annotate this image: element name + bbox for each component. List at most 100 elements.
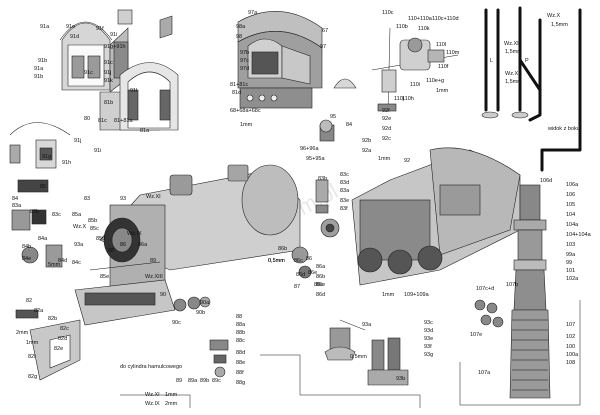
- side-l: L: [490, 58, 493, 64]
- part-label: 107e: [470, 332, 482, 338]
- part-label: 0,5mm: [350, 354, 367, 360]
- part-label: 110+110a: [408, 16, 433, 22]
- wz-xii-size: 1,5mm: [505, 49, 522, 55]
- part-label: 83b: [30, 209, 39, 215]
- view-from-side: widok z boku: [547, 126, 580, 132]
- part-label: 1mm: [240, 122, 253, 128]
- part-label: 110j: [394, 96, 404, 102]
- part-label: 1mm: [436, 88, 449, 94]
- part-label: 95+95a: [306, 156, 325, 162]
- part-label: 0,5mm: [268, 258, 285, 264]
- part-label: 2mm: [16, 330, 29, 336]
- part-label: 90c: [172, 320, 181, 326]
- part-label: 84a: [38, 236, 48, 242]
- to-brake-cylinder: do cylindra hamulcowego: [120, 364, 182, 370]
- part-label: 86b: [316, 274, 325, 280]
- part-label: 110h: [402, 96, 414, 102]
- part-label: 68+68a+68c: [230, 108, 261, 114]
- wz-ix-mid: Wz.IX: [127, 231, 142, 237]
- part-label: 92e: [382, 116, 391, 122]
- part-label: 91h: [62, 160, 71, 166]
- part-label: 81c: [98, 118, 107, 124]
- part-label: 92: [404, 158, 410, 164]
- locomotive-front-view: [74, 164, 301, 326]
- part-label: 83a: [340, 188, 350, 194]
- part-label: 100: [566, 344, 575, 350]
- wz-x-mid: Wz.X: [73, 224, 86, 230]
- wire-forms: Wz.X 1,5mm Wz.XII 1,5mm Wz.XII 1,5mm L P…: [481, 6, 582, 172]
- part-label: 84: [346, 122, 352, 128]
- part-label: 5mm: [48, 262, 61, 268]
- part-label: 91a: [34, 66, 44, 72]
- part-label: 109+109a: [404, 292, 430, 298]
- part-label: 81d: [232, 90, 241, 96]
- part-label: 86e: [316, 282, 325, 288]
- part-label: 89b: [200, 378, 209, 384]
- part-label: 98: [236, 34, 242, 40]
- part-label: 86e: [308, 270, 317, 276]
- part-label: 106: [566, 192, 575, 198]
- part-label: 110m: [446, 50, 460, 56]
- chimney-stack: [474, 184, 551, 399]
- wz-x-label: Wz.X: [547, 13, 560, 19]
- part-label: 1mm: [382, 292, 395, 298]
- wz-xiii: Wz.XIII: [145, 274, 163, 280]
- part-label: 97b: [240, 50, 249, 56]
- part-label: 86a: [316, 264, 326, 270]
- part-label: 85c: [90, 226, 99, 232]
- part-label: 90b: [196, 310, 205, 316]
- part-label: 80: [84, 116, 90, 122]
- part-label: 83c: [340, 172, 349, 178]
- part-label: 110c: [382, 10, 394, 16]
- part-label: 110l: [436, 42, 446, 48]
- part-label: 93: [120, 196, 126, 202]
- part-label: 86a: [138, 242, 148, 248]
- part-label: 83b: [318, 176, 327, 182]
- part-label: 91e: [66, 24, 75, 30]
- part-label: 81a: [140, 128, 150, 134]
- part-label: 110e+g: [426, 78, 444, 84]
- part-label: 84b: [22, 244, 31, 250]
- part-label: 99a: [566, 252, 576, 258]
- part-label: 90a: [200, 300, 210, 306]
- part-label: 110c+110d: [432, 16, 459, 22]
- part-label: 91f: [96, 26, 104, 32]
- part-label: 110b: [396, 24, 408, 30]
- part-label: 82a: [34, 308, 44, 314]
- part-label: 86b: [278, 246, 287, 252]
- part-label: 90: [160, 292, 166, 298]
- part-label: 104+104a: [566, 232, 592, 238]
- part-label: 91c: [84, 70, 93, 76]
- wz-ix-bottom: Wz.IX: [145, 401, 160, 407]
- part-label: 82c: [60, 326, 69, 332]
- part-label: 93g: [424, 352, 433, 358]
- part-label: 85e: [100, 274, 109, 280]
- part-label: 89a: [188, 378, 198, 384]
- part-label: 91b: [34, 74, 43, 80]
- part-label: 96+96a: [300, 146, 319, 152]
- part-label: 86: [306, 256, 312, 262]
- part-label: 82: [26, 298, 32, 304]
- part-label: 86: [120, 242, 126, 248]
- part-label: 91b: [38, 58, 47, 64]
- bottom-parts: [209, 319, 409, 386]
- part-label: 92c: [382, 136, 391, 142]
- part-label: 91k: [104, 78, 113, 84]
- part-label: 104a: [566, 222, 579, 228]
- part-label: 100a: [566, 352, 579, 358]
- part-label: 86c: [314, 282, 323, 288]
- part-label: 84e: [22, 256, 31, 262]
- part-label: 88a: [236, 322, 246, 328]
- part-label: 86d: [296, 272, 305, 278]
- left-small-parts: [9, 122, 81, 381]
- part-label: 93d: [424, 328, 433, 334]
- part-label: 83c: [52, 212, 61, 218]
- part-label: 85: [40, 184, 46, 190]
- part-label: 107: [566, 322, 575, 328]
- part-label: 92b: [362, 138, 371, 144]
- part-label: 88f: [236, 370, 244, 376]
- wz-ix-bottom-size: 2mm: [165, 401, 178, 407]
- part-label: 110i: [410, 82, 420, 88]
- part-label: 89: [176, 378, 182, 384]
